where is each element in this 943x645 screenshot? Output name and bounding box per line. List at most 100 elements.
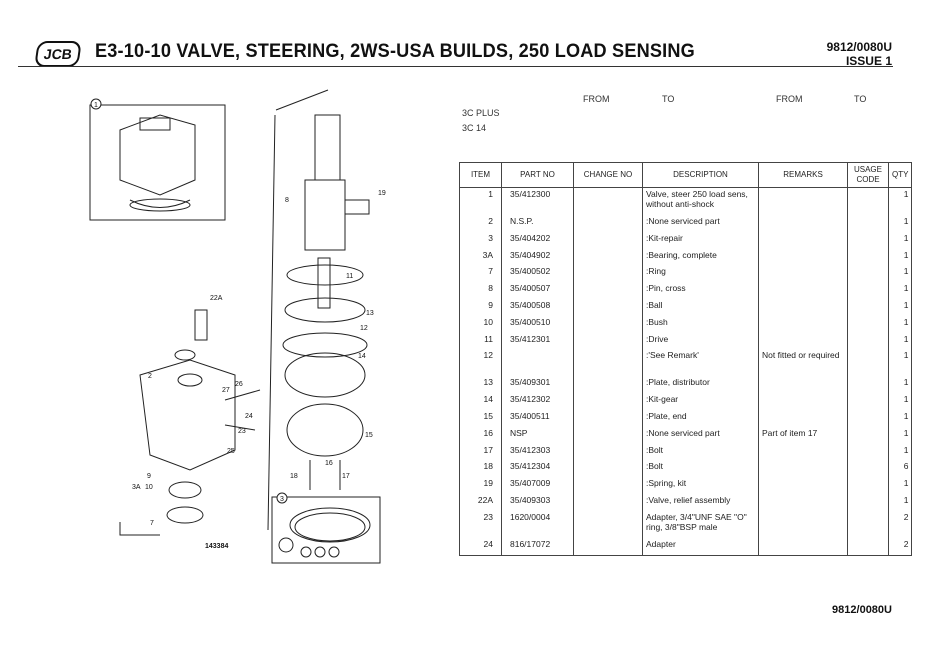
cell-item: 10	[459, 315, 502, 333]
callout-16: 16	[325, 460, 333, 467]
col-remarks: REMARKS	[758, 162, 848, 188]
cell-change-no	[573, 265, 643, 283]
cell-qty: 1	[887, 315, 913, 333]
cell-item: 8	[459, 282, 502, 299]
cell-qty: 1	[887, 393, 913, 410]
callout-24: 24	[245, 413, 253, 420]
cell-description: :Bush	[642, 315, 759, 333]
cell-part-no: 35/400508	[501, 298, 574, 316]
cell-change-no	[573, 426, 643, 444]
callout-18: 18	[290, 473, 298, 480]
cell-part-no: NSP	[501, 426, 574, 444]
cell-qty: 1	[887, 493, 913, 511]
cell-description: :Kit-repair	[642, 231, 759, 249]
cell-remarks	[758, 537, 848, 556]
cell-qty: 2	[887, 537, 913, 556]
cell-qty: 1	[887, 443, 913, 461]
callout-23: 23	[238, 428, 246, 435]
cell-description: :Bolt	[642, 443, 759, 461]
inset-box-1	[89, 104, 226, 221]
cell-change-no	[573, 477, 643, 494]
cell-remarks	[758, 187, 848, 215]
callout-1: 1	[94, 102, 98, 109]
cell-change-no	[573, 460, 643, 478]
cell-part-no: 35/412302	[501, 393, 574, 410]
cell-part-no: 1620/0004	[501, 510, 574, 538]
issue-number: ISSUE 1	[845, 54, 892, 68]
cell-change-no	[573, 510, 643, 538]
callout-12: 12	[360, 325, 368, 332]
cell-change-no	[573, 409, 643, 427]
cell-item: 18	[459, 460, 502, 478]
cell-description: :Ring	[642, 265, 759, 283]
cell-usage-code	[847, 393, 889, 410]
cell-remarks	[758, 493, 848, 511]
cell-remarks	[758, 477, 848, 494]
cell-remarks	[758, 215, 848, 232]
callout-3a: 3A	[132, 484, 141, 491]
valve-housing-sketch	[139, 359, 236, 471]
cell-part-no: 35/404902	[501, 248, 574, 266]
cell-change-no	[573, 349, 643, 377]
shaft-guide-line	[267, 89, 329, 531]
cell-item: 2	[459, 215, 502, 232]
cell-description: :Valve, relief assembly	[642, 493, 759, 511]
cell-item: 23	[459, 510, 502, 538]
cell-item: 7	[459, 265, 502, 283]
model-3c-plus: 3C PLUS	[462, 108, 500, 118]
cell-change-no	[573, 282, 643, 299]
cell-description: :None serviced part	[642, 215, 759, 232]
model-3c-14: 3C 14	[462, 123, 487, 133]
cell-usage-code	[847, 376, 889, 394]
inset-box-3	[271, 496, 381, 564]
callout-2: 2	[148, 373, 152, 380]
cell-qty: 1	[887, 248, 913, 266]
cell-item: 13	[459, 376, 502, 394]
cell-qty: 1	[887, 231, 913, 249]
valve-body-sketch	[119, 114, 196, 196]
cell-change-no	[573, 215, 643, 232]
exploded-parts-diagram: 1 2 3 3A 7 8 9 10 11 12 13 14 15 16 17 1…	[89, 89, 386, 564]
doc-number: 9812/0080U	[826, 40, 892, 54]
cell-item: 24	[459, 537, 502, 556]
document-number: 9812/0080U ISSUE 1	[827, 40, 892, 68]
cell-remarks	[758, 298, 848, 316]
cell-qty: 1	[887, 282, 913, 299]
callout-11: 11	[346, 273, 353, 280]
cell-remarks	[758, 231, 848, 249]
cell-part-no: 35/400510	[501, 315, 574, 333]
cell-qty: 1	[887, 477, 913, 494]
cell-usage-code	[847, 248, 889, 266]
cell-part-no: 816/17072	[501, 537, 574, 556]
cell-change-no	[573, 315, 643, 333]
cell-item: 22A	[459, 493, 502, 511]
cell-qty: 2	[887, 510, 913, 538]
cell-part-no: 35/400502	[501, 265, 574, 283]
cell-remarks	[758, 282, 848, 299]
cell-item: 19	[459, 477, 502, 494]
figure-number: 143384	[205, 543, 228, 550]
cell-remarks: Part of item 17	[758, 426, 848, 444]
cell-part-no: 35/404202	[501, 231, 574, 249]
cell-qty: 1	[887, 409, 913, 427]
page-title: E3-10-10 VALVE, STEERING, 2WS-USA BUILDS…	[95, 40, 695, 62]
cell-usage-code	[847, 493, 889, 511]
cell-remarks: Not fitted or required	[758, 349, 848, 377]
cell-item: 3	[459, 231, 502, 249]
cell-qty: 1	[887, 187, 913, 215]
cell-item: 9	[459, 298, 502, 316]
cell-description: Valve, steer 250 load sens, without anti…	[642, 187, 759, 215]
cell-usage-code	[847, 315, 889, 333]
cell-item: 17	[459, 443, 502, 461]
cell-part-no: 35/412304	[501, 460, 574, 478]
